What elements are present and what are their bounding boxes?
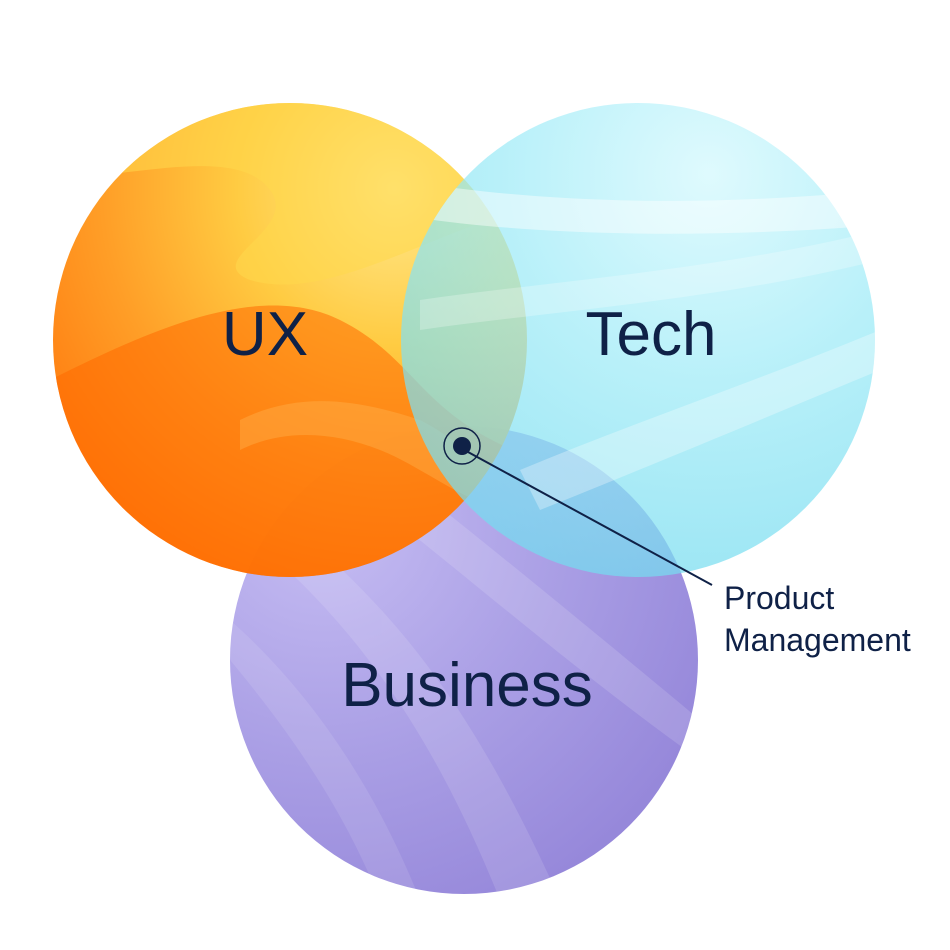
callout-line-2: Management xyxy=(724,622,911,658)
ux-label: UX xyxy=(222,300,308,369)
tech-label: Tech xyxy=(586,300,717,369)
tech-circle xyxy=(401,103,875,577)
callout-line-1: Product xyxy=(724,580,835,616)
business-label: Business xyxy=(341,651,593,720)
intersection-marker xyxy=(443,427,481,465)
callout-line xyxy=(467,451,713,586)
product-management-label: Product Management xyxy=(724,577,911,661)
